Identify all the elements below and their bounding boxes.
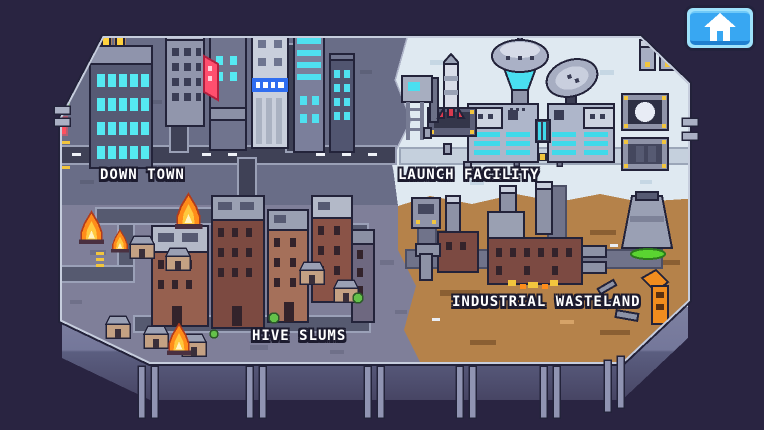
tenement [311,195,353,303]
edge-clamps [53,105,699,141]
hatch-pad [621,137,669,171]
hive-slums-buildings [77,193,375,357]
office-block [165,38,205,127]
bushes [209,292,364,339]
dark-tower [329,53,355,153]
region-label-hive-slums[interactable]: HIVE SLUMS [252,328,347,344]
region-label-industrial-wasteland[interactable]: INDUSTRIAL WASTELAND [452,294,641,310]
dome-pad [621,93,669,131]
downtown-buildings [62,38,355,169]
region-label-down-town[interactable]: DOWN TOWN [100,167,185,183]
tower-purple-neon [293,38,325,153]
wasteland-structures [411,181,674,325]
home-button-face [690,11,750,45]
launch-shed [401,75,433,140]
rocket-launch-pad [427,52,477,137]
control-tower [491,38,549,105]
tower-yellow-neon [89,38,153,169]
steel-beams [596,278,640,323]
tower-red-sign [203,38,247,151]
lab-buildings [467,103,615,163]
tenement [151,225,209,327]
crane [640,268,670,325]
tenement [211,195,265,329]
furnace [415,195,479,281]
launch-facility-buildings [401,38,676,173]
cooling-tower [620,191,674,260]
home-button[interactable] [684,5,756,51]
support-pillars [137,355,625,419]
factory [487,181,607,289]
region-label-launch-facility[interactable]: LAUNCH FACILITY [398,167,540,183]
pump-machine [411,197,441,229]
tenement [351,229,375,323]
tower-blue-sign [251,38,289,149]
fence-posts [423,127,472,173]
island-front-face [62,300,688,400]
home-icon [704,13,736,41]
